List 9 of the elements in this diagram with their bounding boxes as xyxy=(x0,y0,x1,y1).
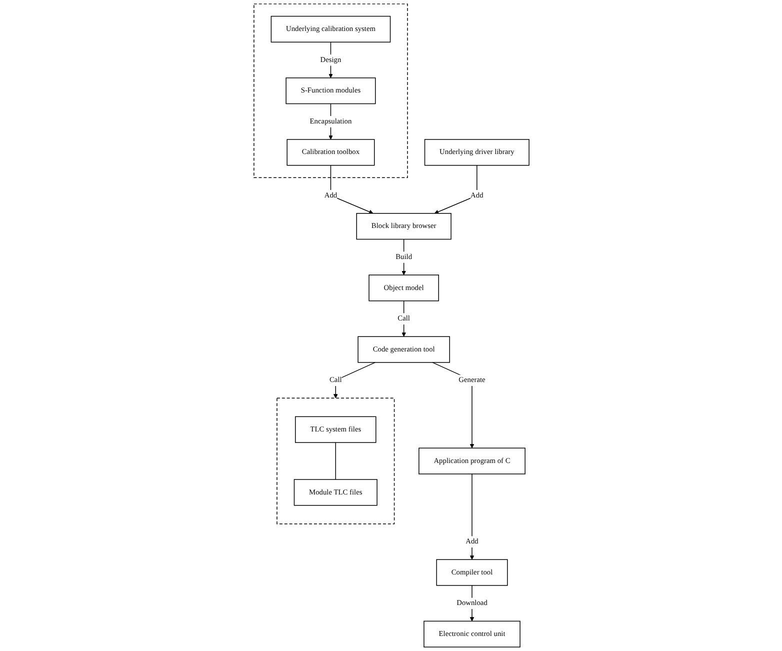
arrow xyxy=(328,42,332,78)
arrow xyxy=(401,238,406,276)
connector xyxy=(334,442,336,480)
arrow xyxy=(401,300,406,337)
arrow xyxy=(469,474,474,560)
cluster xyxy=(253,4,408,178)
arrow xyxy=(434,164,477,214)
arrow xyxy=(330,164,373,214)
cluster xyxy=(276,398,394,524)
